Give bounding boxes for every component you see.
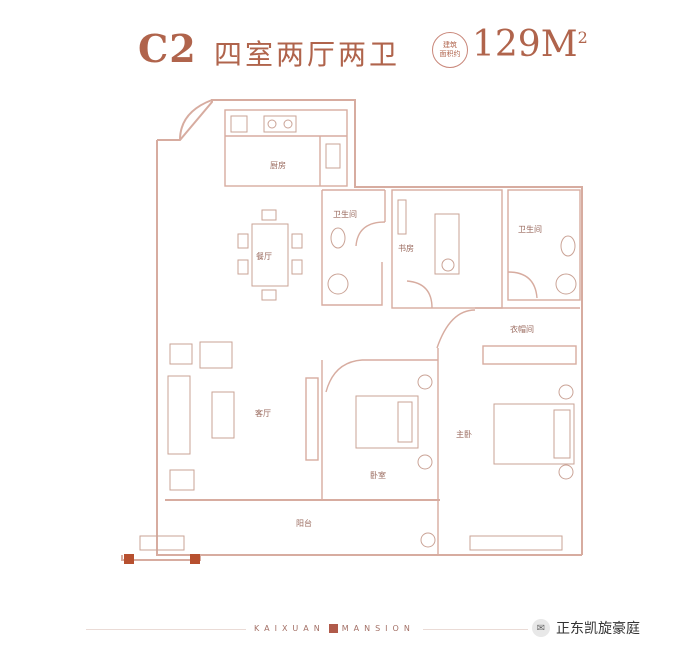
- area-label-line2: 面积约: [439, 50, 461, 58]
- wardrobe: [482, 345, 577, 365]
- sofa: [167, 375, 191, 455]
- bath2-wall: [507, 189, 581, 301]
- kitchen-wall: [224, 109, 348, 187]
- outer-wall-west: [156, 140, 582, 556]
- chair-4: [291, 259, 303, 275]
- label-study: 书房: [398, 243, 414, 253]
- plan-type: 四室两厅两卫: [214, 38, 401, 71]
- burner-right: [283, 119, 293, 129]
- chair-3: [291, 233, 303, 249]
- side-chair: [169, 343, 193, 365]
- master-nightstand-2: [558, 464, 574, 480]
- label-bath1: 卫生间: [333, 209, 357, 219]
- wechat-name: 正东凯旋豪庭: [556, 621, 640, 637]
- fridge: [230, 115, 248, 133]
- brand-mark: KAIXUAN MANSION: [246, 624, 423, 633]
- washer: [420, 532, 436, 548]
- balcony-window-left: [139, 535, 185, 551]
- master-bed: [493, 403, 575, 465]
- wechat-watermark: ✉ 正东凯旋豪庭: [528, 616, 644, 640]
- brand-right: MANSION: [341, 624, 415, 633]
- wechat-icon: ✉: [532, 619, 550, 637]
- master-pillow: [553, 409, 571, 459]
- dining-table: [251, 223, 289, 287]
- label-bedroom: 卧室: [370, 470, 386, 480]
- interior-walls: [224, 109, 581, 555]
- label-master: 主卧: [456, 429, 472, 439]
- chair-6: [261, 289, 277, 301]
- area-badge: 建筑 面积约: [432, 32, 468, 68]
- balcony-window-right: [469, 535, 563, 551]
- marker-left: [124, 554, 134, 564]
- outer-wall-north: [157, 99, 583, 555]
- marker-right: [190, 554, 200, 564]
- chair-2: [237, 259, 249, 275]
- nightstand-1: [417, 374, 433, 390]
- area-label-line1: 建筑: [443, 41, 457, 49]
- bedroom-door: [325, 359, 363, 393]
- study-door: [406, 280, 433, 309]
- armchair: [199, 341, 233, 369]
- label-bath2: 卫生间: [518, 224, 542, 234]
- stove: [263, 115, 297, 133]
- bath2-door: [507, 271, 538, 299]
- chair-5: [261, 209, 277, 221]
- study-shelf: [397, 199, 407, 235]
- brand-left: KAIXUAN: [254, 624, 325, 633]
- furniture: [139, 115, 577, 551]
- hall-door: [436, 309, 476, 349]
- bath1-door: [355, 221, 386, 247]
- plan-code: C2: [138, 26, 197, 71]
- seal-icon: [328, 624, 338, 633]
- label-balcony: 阳台: [296, 518, 312, 528]
- bedroom-pillow: [397, 401, 413, 443]
- area-value: 129M2: [472, 24, 588, 65]
- desk-chair: [441, 258, 455, 272]
- label-kitchen: 厨房: [270, 160, 286, 170]
- lounge-chair: [169, 469, 195, 491]
- label-dining: 餐厅: [256, 252, 272, 261]
- label-living: 客厅: [255, 408, 271, 418]
- chair-1: [237, 233, 249, 249]
- kitchen-sink: [325, 143, 341, 169]
- nightstand-2: [417, 454, 433, 470]
- label-closet: 衣帽间: [510, 324, 534, 334]
- coffee-table: [211, 391, 235, 439]
- basin-1: [327, 273, 349, 295]
- toilet-2: [560, 235, 576, 257]
- study-wall: [391, 189, 503, 309]
- bath1-wall: [321, 190, 383, 306]
- corner-curve: [179, 99, 213, 141]
- tv-cabinet: [305, 377, 319, 461]
- bedroom-bed: [355, 395, 419, 449]
- toilet-1: [330, 227, 346, 249]
- area-number: 129M: [472, 24, 578, 65]
- basin-2: [555, 273, 577, 295]
- outer-walls: [121, 99, 583, 561]
- desk: [434, 213, 460, 275]
- burner-left: [267, 119, 277, 129]
- area-unit: 2: [577, 28, 588, 47]
- master-nightstand-1: [558, 384, 574, 400]
